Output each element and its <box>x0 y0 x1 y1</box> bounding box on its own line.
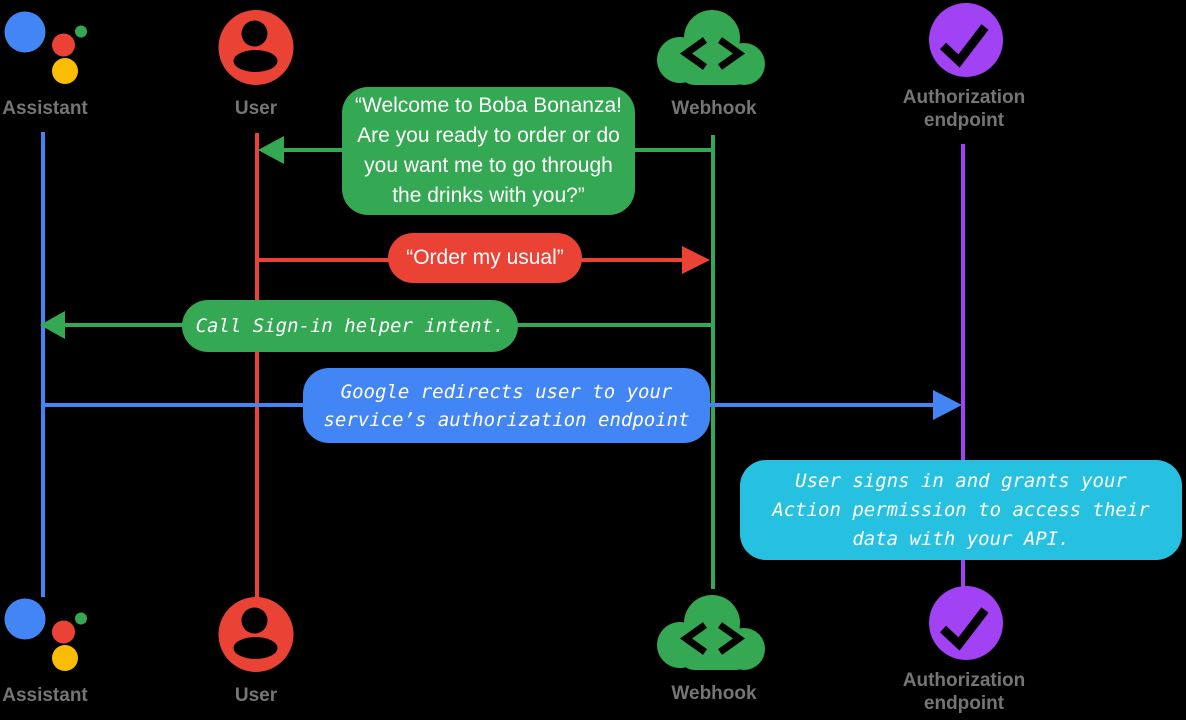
authorization-endpoint-icon <box>929 586 1005 667</box>
message-google-redirects: Google redirects user to your service’s … <box>303 368 710 443</box>
message-welcome: “Welcome to Boba Bonanza! Are you ready … <box>342 87 635 215</box>
arrow-user-to-webhook-head-icon <box>682 246 710 274</box>
webhook-label: Webhook <box>671 98 757 119</box>
assistant-icon <box>0 592 90 677</box>
authorization-endpoint-label: Authorization endpoint <box>902 670 1026 714</box>
message-order-my-usual: “Order my usual” <box>388 233 582 283</box>
webhook-lifeline <box>711 135 715 589</box>
authorization-endpoint-icon <box>929 3 1005 84</box>
webhook-icon <box>656 2 772 95</box>
user-label: User <box>234 685 278 706</box>
authorization-endpoint-label: Authorization endpoint <box>902 87 1026 131</box>
webhook-label: Webhook <box>671 683 757 704</box>
assistant-label: Assistant <box>2 685 88 706</box>
webhook-icon <box>656 587 772 680</box>
assistant-lifeline <box>41 132 45 597</box>
user-icon <box>218 10 294 91</box>
arrow-assistant-to-auth-head-icon <box>933 390 962 420</box>
user-lifeline <box>255 133 259 609</box>
authorization-endpoint-lifeline <box>961 144 965 587</box>
note-user-signs-in: User signs in and grants your Action per… <box>740 460 1182 560</box>
arrow-webhook-to-user-head-icon <box>258 136 284 164</box>
user-label: User <box>234 98 278 119</box>
arrow-webhook-to-assistant-head-icon <box>40 311 65 339</box>
assistant-label: Assistant <box>2 98 88 119</box>
message-call-signin-helper: Call Sign-in helper intent. <box>182 300 518 352</box>
user-icon <box>218 597 294 678</box>
assistant-icon <box>0 5 90 90</box>
